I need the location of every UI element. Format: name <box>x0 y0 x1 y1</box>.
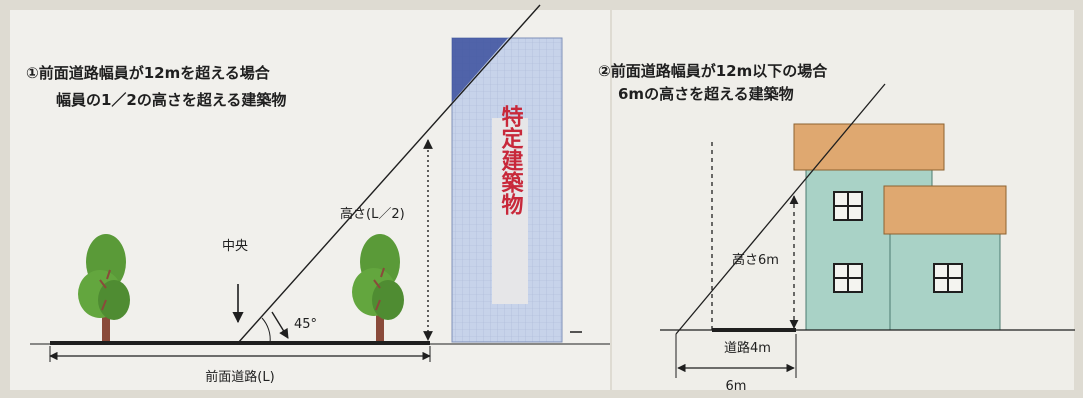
slope-line-45 <box>237 4 541 344</box>
right-caption-line2: 6mの高さを超える建築物 <box>618 85 794 103</box>
slope-line-right <box>675 83 886 335</box>
building-label: 特定建築物 <box>498 104 525 215</box>
tree-left <box>78 234 130 342</box>
building-exceed-portion <box>452 38 508 102</box>
center-label: 中央 <box>222 239 248 254</box>
angle-arrow <box>271 311 289 339</box>
road-label: 前面道路(L) <box>205 369 274 385</box>
left-caption-line1: ①前面道路幅員が12mを超える場合 <box>26 64 271 82</box>
angle-label: 45° <box>294 317 317 332</box>
left-caption-line2: 幅員の1／2の高さを超える建築物 <box>56 91 286 109</box>
window-lower-left <box>833 263 863 293</box>
height-label: 高さ(L／2) <box>340 206 405 222</box>
height-6m-label: 高さ6m <box>732 252 779 268</box>
house-main-roof <box>793 123 945 171</box>
tree-right <box>352 234 404 342</box>
road-4m-label: 道路4m <box>724 340 771 356</box>
window-upper-left <box>833 191 863 221</box>
window-lower-right <box>933 263 963 293</box>
building-label-panel <box>492 118 528 304</box>
right-caption-line1: ②前面道路幅員が12m以下の場合 <box>598 62 828 80</box>
angle-arc <box>261 317 271 344</box>
house-annex-roof <box>883 185 1007 235</box>
distance-6m-label: 6m <box>726 379 747 394</box>
